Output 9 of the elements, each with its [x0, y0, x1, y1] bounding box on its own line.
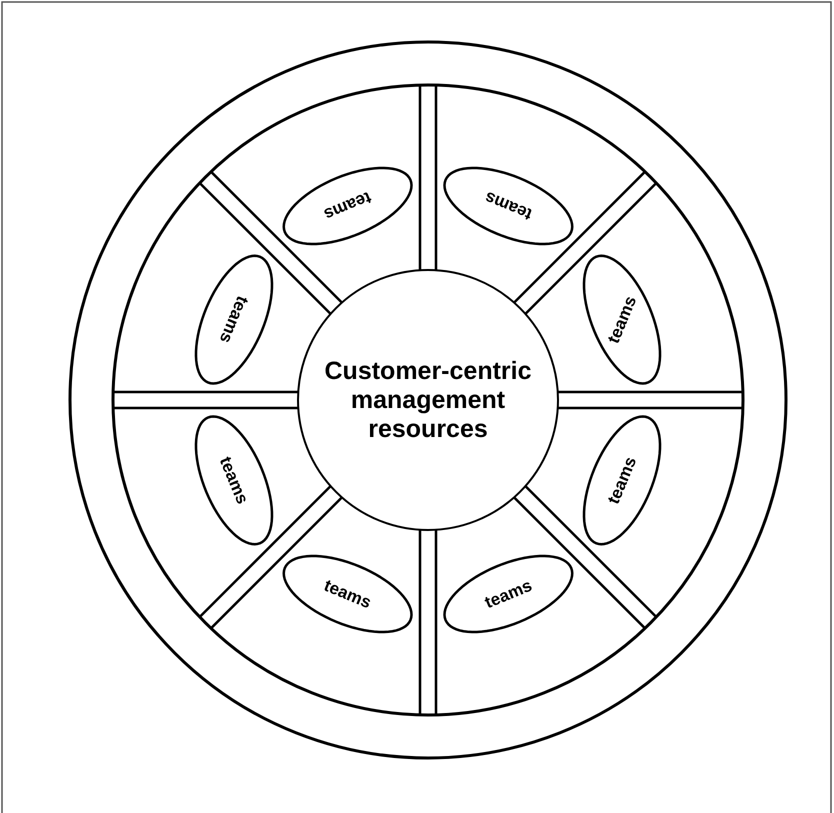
team-label: teams: [604, 454, 640, 507]
hub-label: Customer-centric management resources: [324, 356, 532, 444]
team-label: teams: [604, 293, 640, 346]
team-label: teams: [482, 188, 535, 224]
team-label: teams: [321, 576, 374, 612]
team-label: teams: [216, 293, 252, 346]
team-label: teams: [321, 188, 374, 224]
team-label: teams: [216, 454, 252, 507]
team-label: teams: [482, 576, 535, 612]
